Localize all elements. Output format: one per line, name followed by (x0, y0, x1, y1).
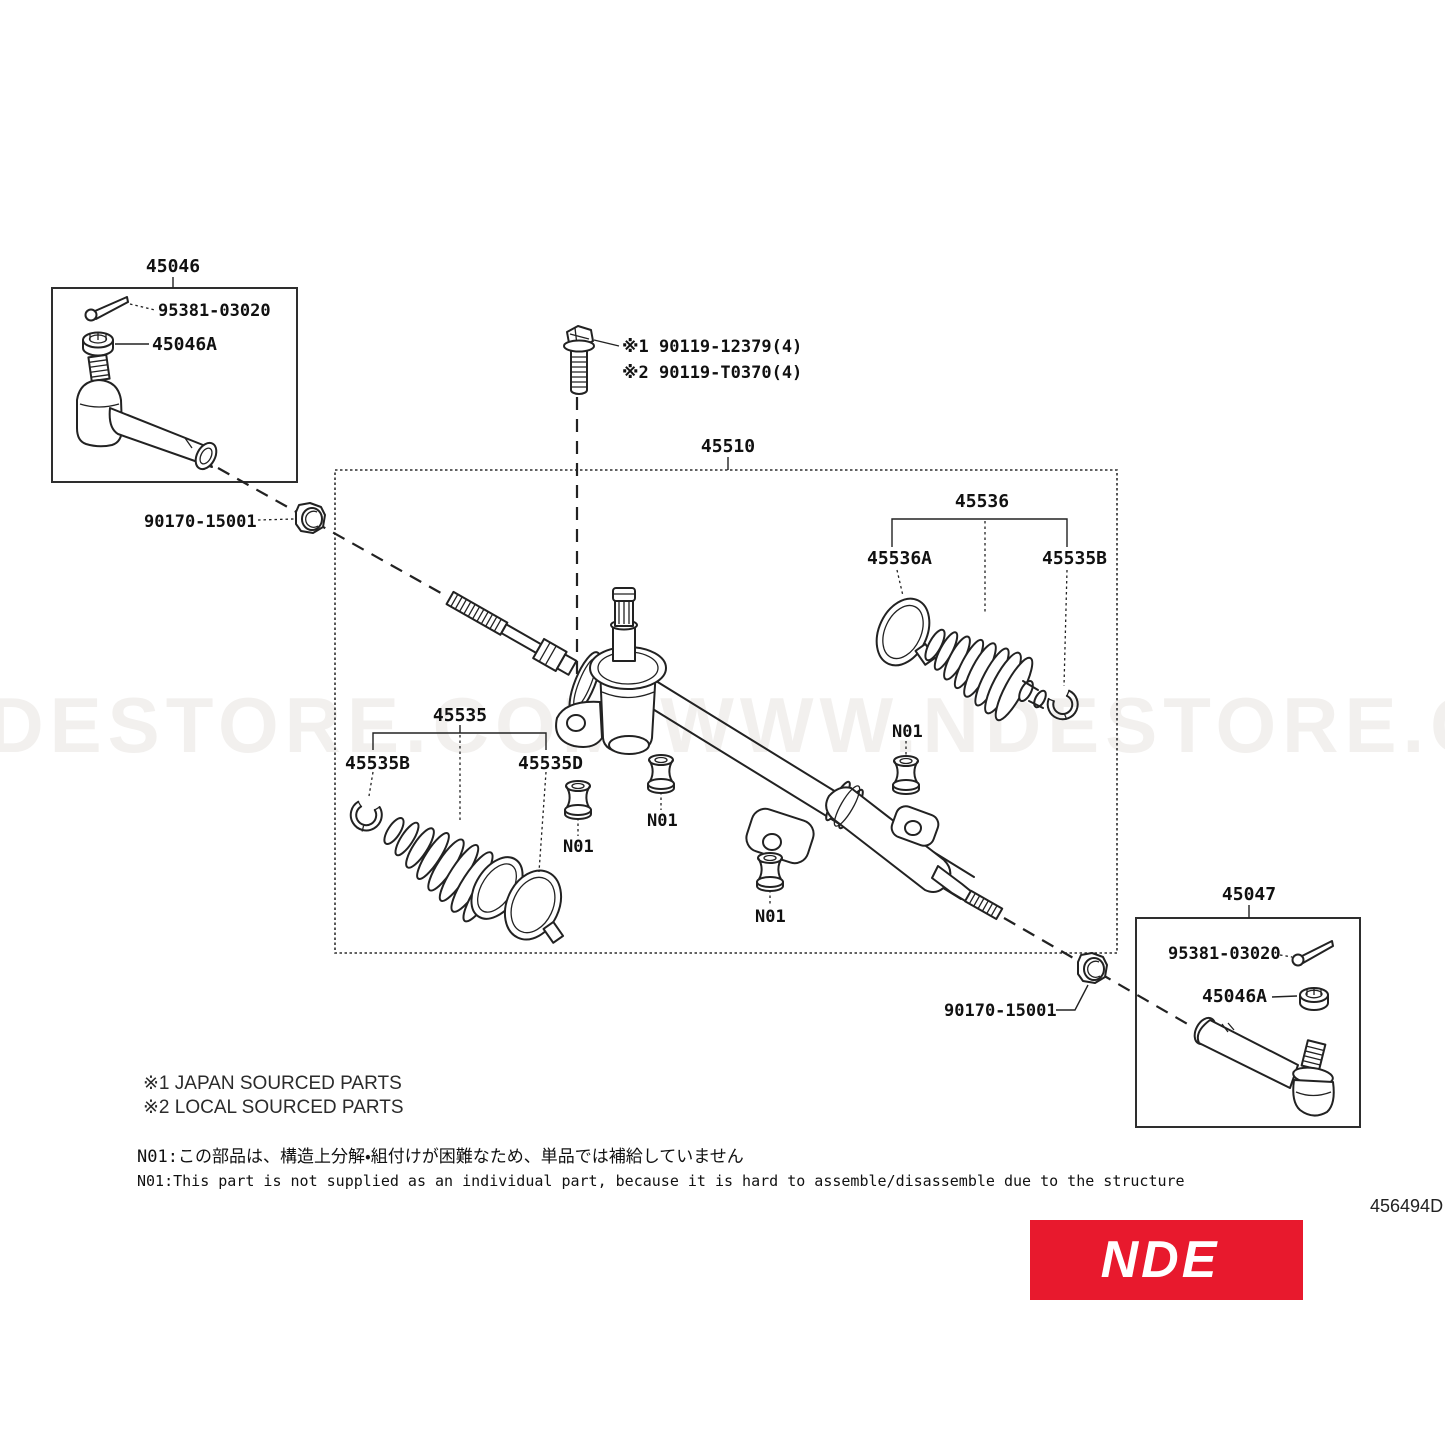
left-axis-dashed-line (217, 467, 449, 598)
right-boot-clamp-label: 45536A (867, 548, 932, 569)
steering-rack-drawing (445, 587, 1004, 921)
right-axis-dashed-line (1003, 917, 1192, 1027)
lock-nut-left-leader (257, 518, 295, 521)
castle-nut-left-label: 45046A (152, 334, 217, 355)
nde-logo-background (1030, 1220, 1303, 1300)
castle-nut-right-drawing (1299, 987, 1329, 1011)
left-boot-clip-drawing (349, 800, 383, 832)
left-assembly-box (51, 287, 298, 483)
lock-nut-right-drawing (1077, 952, 1108, 984)
cotter-pin-right-leader (1279, 954, 1293, 958)
note-sourced-2: ※2 LOCAL SOURCED PARTS (143, 1097, 404, 1118)
note-sourced-1: ※1 JAPAN SOURCED PARTS (143, 1073, 402, 1094)
n01-label-4: N01 (892, 722, 923, 742)
grommet-2 (647, 754, 675, 794)
castle-nut-right-label: 45046A (1202, 986, 1267, 1007)
right-boot-drawing (924, 628, 1047, 722)
left-boot-clamp-label: 45535D (518, 753, 583, 774)
n01-label-3: N01 (755, 907, 786, 927)
lock-nut-right-leader (1056, 984, 1089, 1011)
main-box-title: 45510 (701, 436, 755, 457)
right-boot-clip-label: 45535B (1042, 548, 1107, 569)
tie-rod-end-left-drawing (76, 353, 218, 471)
right-assembly-box (1135, 917, 1361, 1128)
right-boot-clamp-drawing (875, 597, 937, 667)
right-box-title: 45047 (1222, 884, 1276, 905)
bolt-leader (593, 339, 620, 347)
lock-nut-left-label: 90170-15001 (144, 512, 257, 532)
lock-nut-left-drawing (295, 502, 326, 534)
n01-label-1: N01 (563, 837, 594, 857)
main-assembly-box (334, 469, 1118, 954)
left-box-title: 45046 (146, 256, 200, 277)
lock-nut-right-label: 90170-15001 (944, 1001, 1057, 1021)
nde-logo-text: NDE (1101, 1231, 1220, 1289)
bolt-ref-1-label: ※1 90119-12379(4) (622, 337, 802, 357)
tie-rod-right-drawing (1193, 1016, 1335, 1117)
right-boot-group-title: 45536 (955, 491, 1009, 512)
left-boot-group-title: 45535 (433, 705, 487, 726)
note-n01-japanese: N01:この部品は、構造上分解・組付けが困難なため、単品では補給していません (137, 1147, 744, 1167)
watermark-text: NDESTORE.COM WWW.NDESTORE.COM WWW.NDESTO… (0, 681, 1445, 769)
right-boot-clip-drawing (1046, 689, 1079, 721)
castle-nut-right-leader (1271, 995, 1298, 998)
diagram-code: 456494D (1370, 1196, 1443, 1216)
right-boot-bracket (891, 518, 1068, 687)
grommet-4 (892, 755, 920, 795)
mount-bolt-drawing (563, 325, 595, 395)
cotter-pin-right-label: 95381-03020 (1168, 944, 1281, 964)
left-boot-clip-label: 45535B (345, 753, 410, 774)
cotter-pin-right-drawing (1291, 940, 1334, 967)
nde-logo: NDE (1030, 1220, 1303, 1300)
note-n01-english: N01:This part is not supplied as an indi… (137, 1172, 1185, 1190)
left-boot-drawing (383, 817, 524, 923)
bolt-ref-2-label: ※2 90119-T0370(4) (622, 363, 802, 383)
grommet-1 (564, 780, 592, 820)
castle-nut-left-drawing (82, 331, 114, 357)
left-boot-clamp-drawing (503, 869, 565, 944)
left-boot-bracket (368, 725, 547, 873)
cotter-pin-left-leader (129, 303, 156, 311)
grommet-3 (756, 852, 784, 892)
cotter-pin-left-label: 95381-03020 (158, 301, 271, 321)
n01-label-2: N01 (647, 811, 678, 831)
cotter-pin-left-drawing (84, 296, 129, 322)
